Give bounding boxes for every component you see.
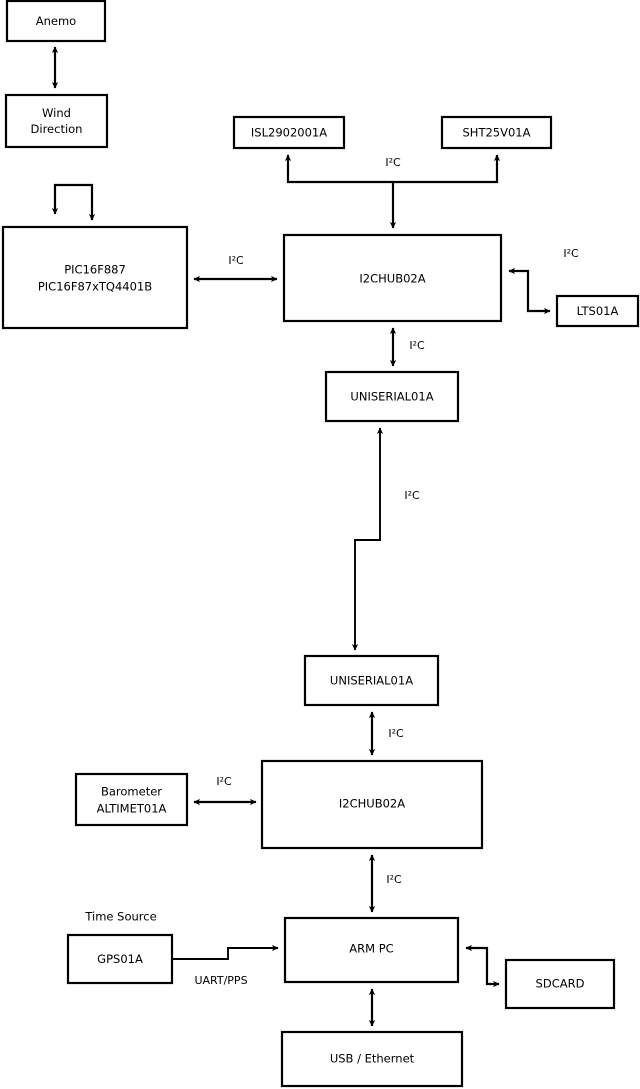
node-gps01a-label: GPS01A [97, 952, 143, 966]
node-sht25v01a-label: SHT25V01A [463, 126, 531, 140]
link-wind-direction-pic [51, 183, 96, 221]
node-uniserial01a-bottom[interactable]: UNISERIAL01A [303, 654, 440, 707]
node-wind-direction-label-line2: Direction [31, 122, 83, 136]
node-pic[interactable]: PIC16F887 PIC16F87xTQ4401B [1, 225, 189, 330]
node-i2chub02a-top[interactable]: I2CHUB02A [282, 233, 503, 323]
node-sdcard[interactable]: SDCARD [504, 958, 616, 1010]
node-sdcard-label: SDCARD [536, 977, 585, 991]
node-uniserial01a-top[interactable]: UNISERIAL01A [324, 370, 460, 423]
node-usb-ethernet-label: USB / Ethernet [330, 1052, 415, 1066]
edge-label-gps-to-armpc: UART/PPS [194, 974, 247, 987]
node-i2chub02a-bottom[interactable]: I2CHUB02A [260, 759, 484, 850]
node-anemo[interactable]: Anemo [5, 0, 107, 43]
node-lts01a[interactable]: LTS01A [555, 294, 640, 328]
label-time-source: Time Source [84, 910, 156, 924]
edge-label-sensors-bus: I²C [385, 156, 401, 169]
node-wind-direction-label-line1: Wind [42, 106, 71, 120]
node-barometer-label-line1: Barometer [101, 785, 162, 799]
link-uniserial-top-uniserial-bottom [351, 427, 384, 651]
node-i2chub02a-bottom-label: I2CHUB02A [339, 797, 405, 811]
node-usb-ethernet[interactable]: USB / Ethernet [280, 1030, 464, 1088]
edge-label-pic-to-hub: I²C [228, 254, 244, 267]
edge-label-hub-to-armpc: I²C [386, 873, 402, 886]
edge-label-barometer-to-hub: I²C [216, 775, 232, 788]
node-wind-direction[interactable]: Wind Direction [4, 93, 109, 149]
link-arm-pc-sdcard [465, 944, 500, 988]
node-gps01a[interactable]: GPS01A [66, 933, 174, 985]
edge-label-uniserial-link: I²C [404, 489, 420, 502]
edge-label-hub-to-uniserial: I²C [409, 339, 425, 352]
node-uniserial01a-top-label: UNISERIAL01A [350, 390, 433, 404]
node-arm-pc[interactable]: ARM PC [283, 916, 460, 984]
node-pic-label-line2: PIC16F87xTQ4401B [38, 280, 152, 294]
edge-label-uniserial-to-hub-bottom: I²C [388, 727, 404, 740]
node-barometer-label-line2: ALTIMET01A [97, 802, 167, 816]
link-hub-top-lts [508, 267, 551, 315]
node-uniserial01a-bottom-label: UNISERIAL01A [330, 674, 413, 688]
node-barometer[interactable]: Barometer ALTIMET01A [74, 772, 189, 827]
node-isl2902001a[interactable]: ISL2902001A [232, 115, 346, 150]
node-anemo-label: Anemo [36, 14, 76, 28]
link-gps-arm-pc [172, 944, 279, 960]
node-arm-pc-label: ARM PC [349, 942, 393, 956]
node-isl2902001a-label: ISL2902001A [251, 126, 327, 140]
node-pic-label-line1: PIC16F887 [64, 263, 126, 277]
node-i2chub02a-top-label: I2CHUB02A [359, 272, 425, 286]
node-sht25v01a[interactable]: SHT25V01A [440, 115, 553, 150]
edge-label-hub-to-lts: I²C [563, 247, 579, 260]
node-lts01a-label: LTS01A [577, 304, 619, 318]
